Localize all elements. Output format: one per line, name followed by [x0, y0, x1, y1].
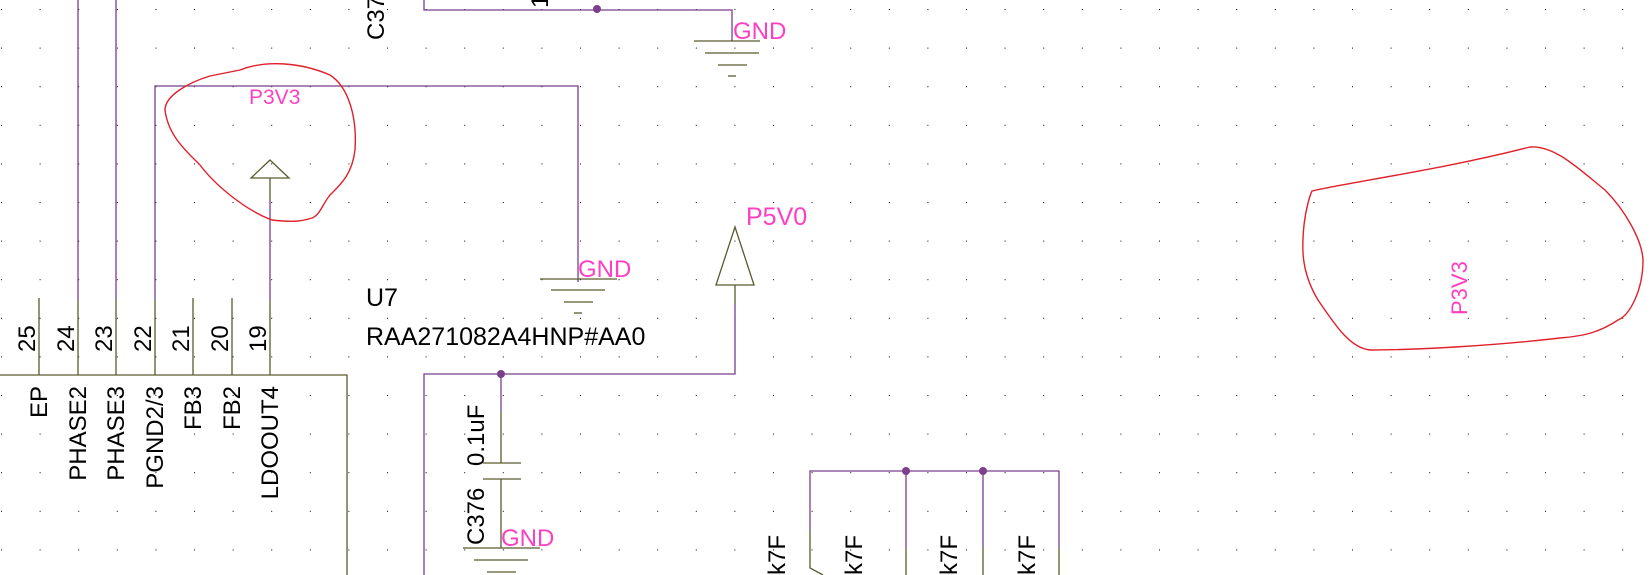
bottom-cap-value: k7F [936, 535, 963, 575]
junction-bottom-1 [902, 467, 910, 475]
power-port-p3v3[interactable]: P3V3 [249, 86, 300, 200]
pin-number: 21 [168, 325, 195, 352]
pin-number: 20 [207, 325, 234, 352]
net-label-gnd-bottom: GND [501, 525, 554, 552]
capacitor-top-refdes: C37 [363, 0, 390, 40]
pin-number: 25 [14, 325, 41, 352]
pin-number: 24 [53, 325, 80, 352]
annotation-circle-p3v3-port [164, 62, 357, 223]
junction-top [593, 5, 601, 13]
capacitor-top-partial[interactable]: C37 1 [363, 0, 554, 40]
capacitor-top-value: 1 [527, 0, 554, 8]
component-part-number-u7[interactable]: RAA271082A4HNP#AA0 [366, 323, 645, 351]
pin-name: LDOOUT4 [257, 386, 284, 499]
net-label-gnd-mid: GND [578, 256, 631, 283]
pin-name: FB2 [219, 386, 246, 430]
pin-name: PGND2/3 [142, 386, 169, 489]
gnd-symbol-mid[interactable]: GND [540, 256, 631, 314]
wire-p5v0[interactable] [423, 304, 736, 575]
power-port-p5v0[interactable]: P5V0 [715, 203, 807, 304]
bottom-cap-value: k7F [841, 535, 868, 575]
pin-name: EP [26, 386, 53, 418]
wire-top-cap[interactable] [423, 0, 733, 41]
u7-pins: 25EP24PHASE223PHASE322PGND2/321FB320FB21… [14, 298, 284, 499]
pin-name: PHASE3 [103, 386, 130, 481]
bottom-cap-value: k7F [764, 535, 791, 575]
net-label-p3v3-free[interactable]: P3V3 [1447, 261, 1472, 315]
pin-number: 19 [245, 325, 272, 352]
wire-pgnd-to-gnd[interactable] [154, 85, 579, 300]
bottom-cap-value: k7F [1014, 535, 1041, 575]
wire-bottom-bus[interactable] [809, 470, 1060, 548]
pin-number: 22 [130, 325, 157, 352]
component-refdes-u7[interactable]: U7 [366, 284, 398, 312]
junction-bottom-2 [979, 467, 987, 475]
pin-name: FB3 [180, 386, 207, 430]
net-label-gnd-top: GND [733, 18, 786, 45]
net-label-p3v3-port: P3V3 [249, 86, 300, 109]
capacitor-c376[interactable]: 0.1uF C376 [463, 374, 521, 548]
annotation-circle-p3v3-free [1302, 146, 1644, 351]
net-label-p5v0: P5V0 [746, 203, 807, 231]
gnd-symbol-bottom[interactable]: GND [463, 525, 554, 573]
pin-number: 23 [91, 325, 118, 352]
gnd-symbol-top[interactable]: GND [694, 18, 786, 77]
grid-dots [1, 9, 1624, 551]
pin-name: PHASE2 [65, 386, 92, 481]
bottom-caps: k7F k7F k7F k7F [764, 535, 1041, 575]
capacitor-c376-value: 0.1uF [463, 405, 490, 466]
bottom-cap-lead-1 [809, 530, 824, 575]
capacitor-c376-refdes: C376 [463, 488, 490, 545]
